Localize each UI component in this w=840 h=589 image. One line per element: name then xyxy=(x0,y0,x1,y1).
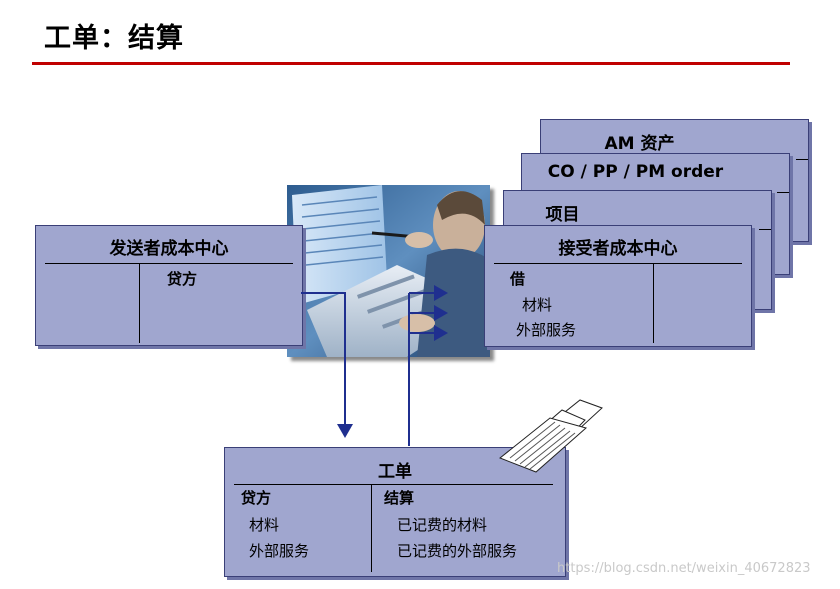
order-box: 工单 贷方 材料 外部服务 结算 已记费的材料 已记费的外部服务 xyxy=(224,447,566,577)
receiver-item-external-service: 外部服务 xyxy=(516,321,577,339)
receiver-cost-center-box: 接受者成本中心 借 材料 外部服务 xyxy=(484,225,752,347)
order-settlement-item-material: 已记费的材料 xyxy=(397,516,488,534)
order-to-receiver-arrows xyxy=(408,285,448,446)
sender-cost-center-box: 发送者成本中心 贷方 xyxy=(35,225,303,346)
sender-cost-center-title: 发送者成本中心 xyxy=(109,239,229,259)
order-credit-header: 贷方 xyxy=(241,489,272,507)
page-title: 工单：结算 xyxy=(44,23,184,54)
receiver-card-title: AM 资产 xyxy=(604,134,675,154)
receiver-debit-label: 借 xyxy=(510,270,526,288)
order-credit-item-material: 材料 xyxy=(249,516,280,534)
watermark: https://blog.csdn.net/weixin_40672823 xyxy=(557,561,811,576)
receiver-item-material: 材料 xyxy=(522,296,553,314)
order-settlement-item-external-service: 已记费的外部服务 xyxy=(397,542,518,560)
order-settlement-header: 结算 xyxy=(384,489,415,507)
sender-to-order-arrow xyxy=(301,292,353,438)
title-underline xyxy=(32,62,790,65)
receiver-cost-center-title: 接受者成本中心 xyxy=(558,239,678,259)
documents-icon xyxy=(499,399,603,473)
sender-credit-label: 贷方 xyxy=(167,270,198,288)
order-title: 工单 xyxy=(378,462,412,482)
receiver-card-title: 项目 xyxy=(545,205,580,225)
computer-user-photo xyxy=(287,185,490,357)
receiver-card-title: CO / PP / PM order xyxy=(547,162,724,182)
order-credit-item-external-service: 外部服务 xyxy=(249,542,310,560)
